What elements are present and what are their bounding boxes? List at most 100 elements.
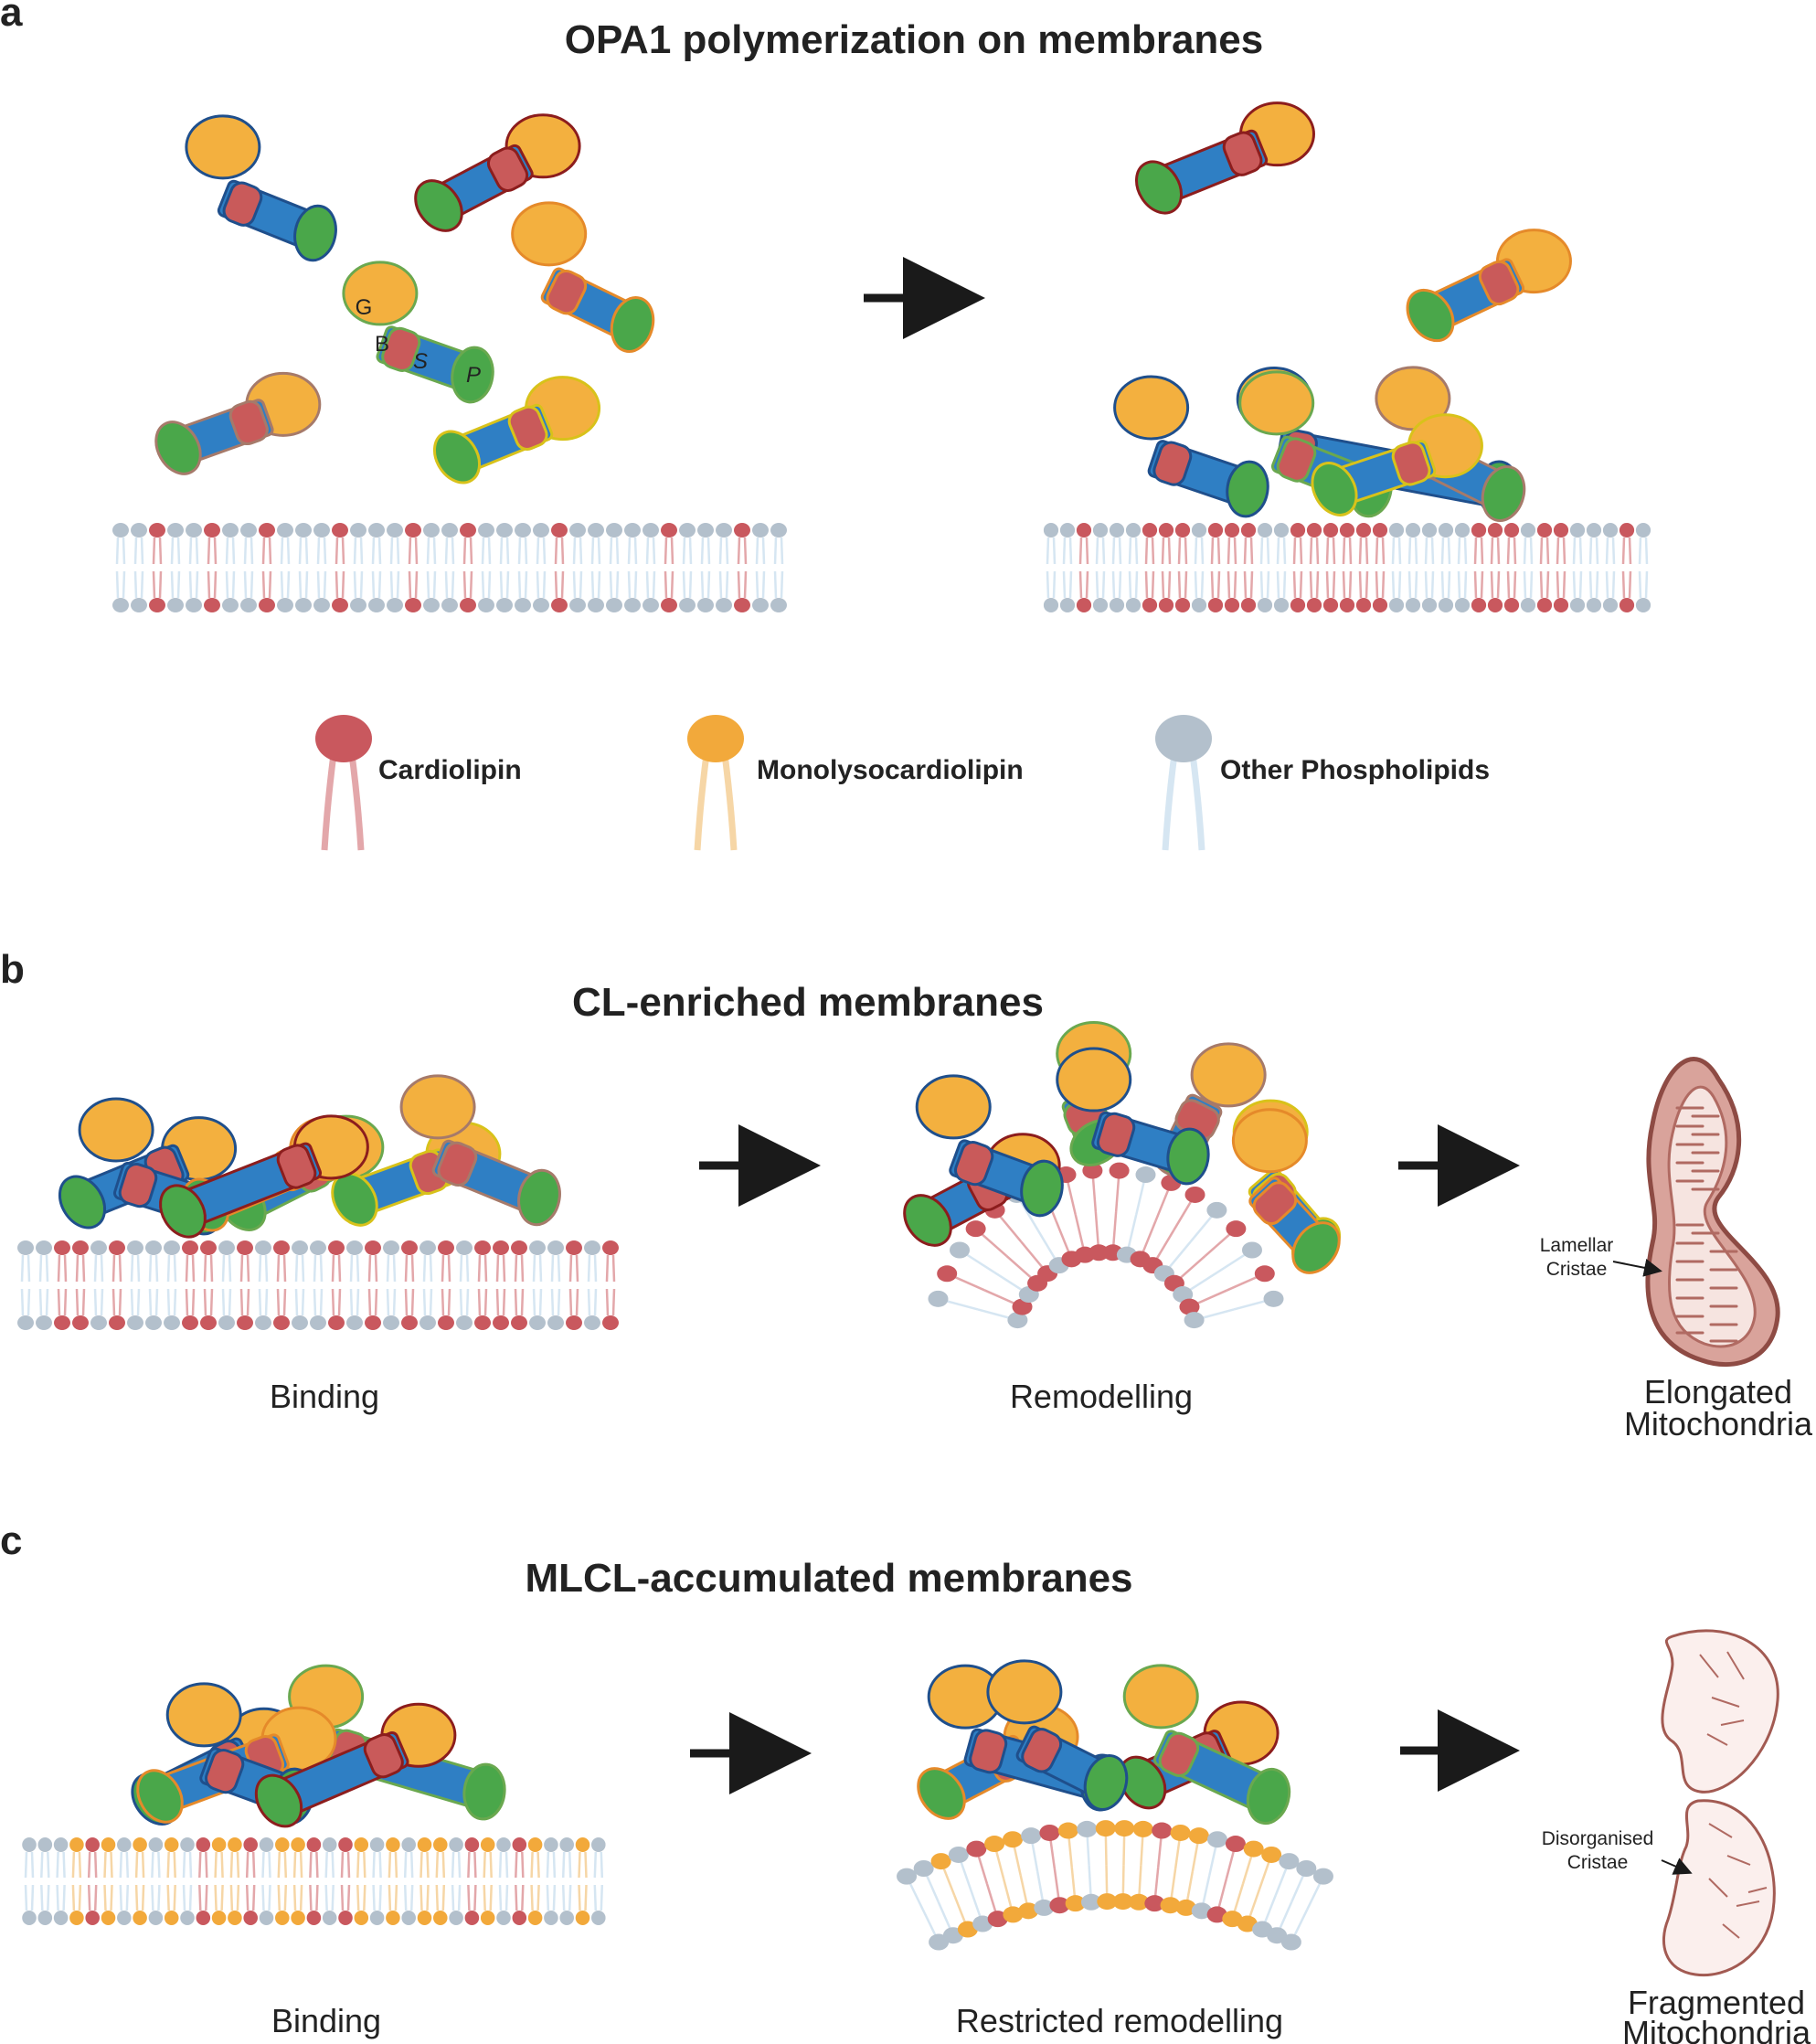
lipid [145,1240,162,1330]
lipid [1306,523,1322,612]
lipid [433,1837,448,1925]
lipid [228,1837,242,1925]
lipid [328,1240,345,1330]
opa1-assembly-a [1113,101,1572,522]
membrane-flat-c1 [22,1837,606,1925]
g-domain [185,114,261,180]
lipid [182,1240,198,1330]
b-outcome-label-2: Mitochondria [1624,1405,1813,1443]
lipid [1082,1162,1110,1262]
lipid [1191,1831,1227,1920]
lipid [112,523,129,612]
lipid [1280,1868,1333,1951]
lipid [101,1837,116,1925]
lipid [1125,523,1142,612]
bse-domain [1391,441,1431,486]
lipid [1095,1820,1118,1911]
lipid [85,1837,100,1925]
b-step1-label: Binding [270,1378,379,1415]
g-domain [165,1682,242,1748]
g-domain [511,201,588,267]
opa1-monomer [185,114,337,262]
disorganised-label-2: Cristae [1567,1852,1629,1873]
lipid [243,1837,258,1925]
opa1-assembly-b1 [58,1074,561,1239]
lipid [527,1837,543,1925]
domain-labels: G B S P [356,295,481,388]
lipid [948,1846,993,1932]
opa1-monomer [1406,229,1572,343]
lipid [533,523,549,612]
lipid [1355,523,1372,612]
paddle-domain [1118,1755,1167,1810]
lipid [1076,523,1092,612]
lipid [405,523,421,612]
lipid [624,523,641,612]
lipid [1240,523,1257,612]
lipid [72,1240,89,1330]
opa1-assembly-c1 [131,1664,506,1828]
lipid [559,1837,574,1925]
lipid [1487,523,1503,612]
lipid [438,1240,454,1330]
lipid [1207,523,1224,612]
lipid [259,1837,274,1925]
panel-b-label: b [0,947,25,992]
lipid [1290,523,1306,612]
lipid [493,1240,509,1330]
lipid [306,1837,322,1925]
lipid [1059,523,1076,612]
paddle-domain [1166,1127,1210,1186]
lipid [255,1240,271,1330]
membrane-flat-a1 [112,523,787,612]
bse-domain [1252,1181,1298,1226]
lipid [1421,523,1438,612]
lipid [1405,523,1421,612]
lipid [606,523,622,612]
lipid [460,523,476,612]
lipid [310,1240,326,1330]
lipid [277,523,293,612]
lipid [697,523,714,612]
bse-domain [1021,1728,1063,1773]
lipid [164,1837,179,1925]
lipid [313,523,330,612]
bse-domain-label: B [375,332,389,357]
lipid [1102,1162,1130,1262]
lipid [164,1240,180,1330]
fragmented-mitochondria [1661,1629,1779,1977]
lipid [180,1837,195,1925]
lipid [984,1836,1024,1923]
b-step2-label: Remodelling [1010,1378,1193,1415]
lipid [480,1837,495,1925]
paddle-domain [903,1194,952,1247]
bse-domain [486,146,529,192]
bse-domain [222,181,263,227]
lipid [1602,523,1619,612]
lipid [529,1240,546,1330]
g-domain [1122,1664,1199,1730]
lipid [196,1837,211,1925]
lipid [566,1240,582,1330]
bse-domain [953,1140,994,1187]
lipid [1322,523,1339,612]
paddle-domain [58,1175,107,1230]
lipid [1339,523,1355,612]
lipid [770,523,787,612]
lipid [259,523,275,612]
opa1-assembly-b2 [903,1021,1342,1274]
paddle-domain-label: P [466,363,481,388]
lipid [512,1837,527,1925]
bse-domain [1478,260,1520,306]
lipid [441,523,458,612]
opa1-monomer [399,1074,561,1227]
bse-domain [1276,437,1317,483]
opa1-monomer [511,201,655,353]
panel-a-title: OPA1 polymerization on membranes [565,17,1263,62]
lipid [496,1837,511,1925]
bse-domain [1222,131,1263,176]
lipid [1173,1241,1262,1304]
opa1-monomer [1056,1047,1210,1186]
g-domain [1238,370,1315,436]
